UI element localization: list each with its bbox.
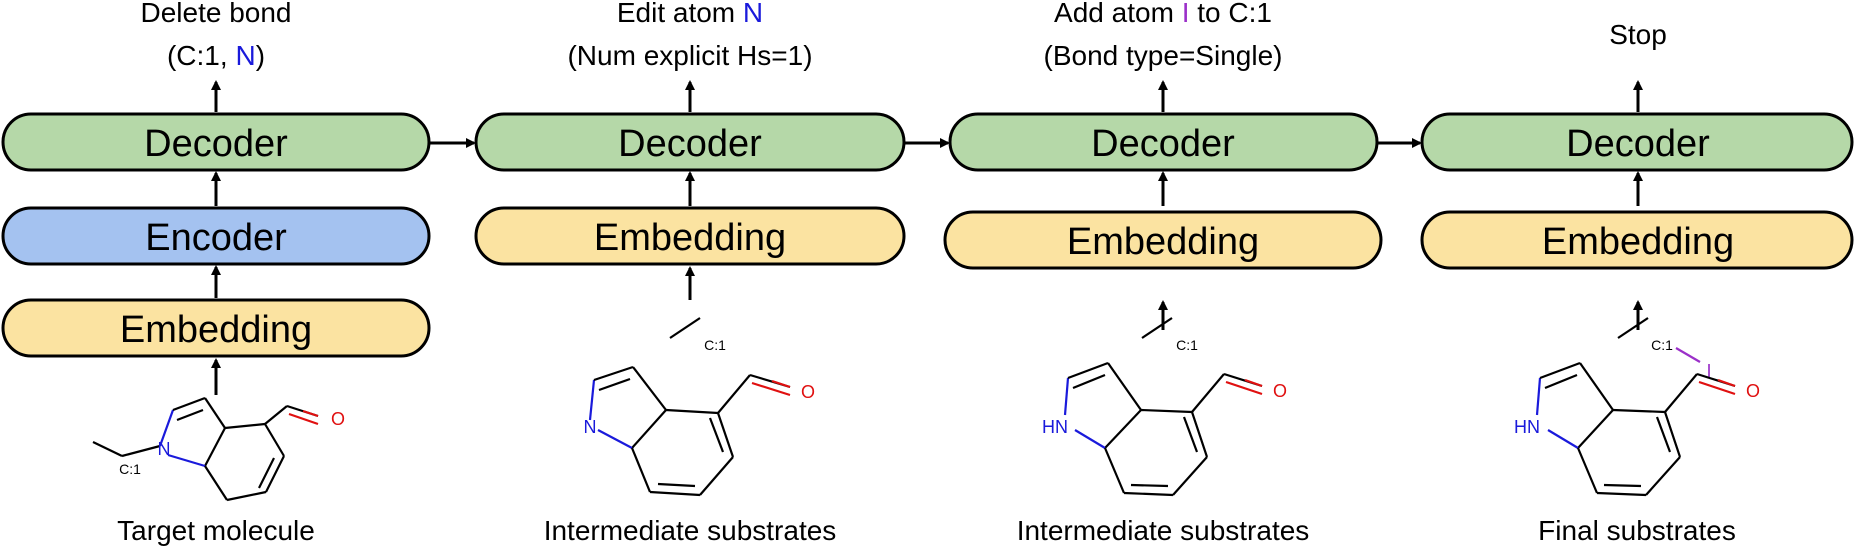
embedding-block — [1420, 210, 1854, 270]
iodine-bond — [1675, 347, 1701, 363]
embedding-block — [943, 210, 1383, 270]
fragment-c1: C:1 — [1176, 337, 1198, 353]
atom-nh: HN — [1514, 417, 1540, 437]
atom-nh: HN — [1042, 417, 1068, 437]
fragment-bond — [669, 317, 701, 339]
decoder-label: Decoder — [1566, 123, 1710, 165]
step-1-action-line2: (C:1, N) — [167, 40, 265, 71]
step-3-action-line1: Add atom I to C:1 — [1054, 0, 1272, 28]
final-molecule — [1535, 361, 1736, 497]
step-4-action: Stop — [1609, 19, 1667, 50]
encoder-block — [1, 206, 431, 266]
intermediate-molecule — [1063, 361, 1263, 497]
step-2: Edit atom N (Num explicit Hs=1) Decoder … — [474, 0, 906, 546]
atom-i: I — [1706, 361, 1711, 381]
step-3-caption: Intermediate substrates — [1017, 515, 1310, 546]
fragment-c1: C:1 — [704, 337, 726, 353]
step-2-caption: Intermediate substrates — [544, 515, 837, 546]
embedding-label: Embedding — [594, 217, 786, 259]
decoder-label: Decoder — [1091, 123, 1235, 165]
step-3: Add atom I to C:1 (Bond type=Single) Dec… — [943, 0, 1383, 546]
step-2-action-line2: (Num explicit Hs=1) — [567, 40, 812, 71]
embedding-label: Embedding — [120, 309, 312, 351]
decoder-block — [1, 112, 431, 172]
embedding-label: Embedding — [1067, 221, 1259, 263]
target-molecule — [92, 396, 319, 502]
atom-o: O — [801, 382, 815, 402]
intermediate-molecule — [588, 365, 791, 497]
step-1-action-line1: Delete bond — [140, 0, 291, 28]
fragment-bond — [1617, 317, 1649, 339]
fragment-bond — [1141, 317, 1173, 339]
decoder-block — [1420, 112, 1854, 172]
step-2-action-line1: Edit atom N — [617, 0, 763, 28]
step-1-caption: Target molecule — [117, 515, 315, 546]
atom-n: N — [584, 417, 597, 437]
encoder-label: Encoder — [145, 217, 287, 259]
embedding-block — [474, 206, 906, 266]
fragment-c1: C:1 — [1651, 337, 1673, 353]
atom-n: N — [158, 439, 171, 459]
embedding-label: Embedding — [1542, 221, 1734, 263]
decoder-block — [948, 112, 1379, 172]
step-4: Stop Decoder Embedding C:1 I — [1420, 19, 1854, 546]
atom-o: O — [1273, 381, 1287, 401]
step-4-caption: Final substrates — [1538, 515, 1736, 546]
atom-o: O — [331, 409, 345, 429]
embedding-block — [1, 298, 431, 358]
decoder-label: Decoder — [144, 123, 288, 165]
step-1: Delete bond (C:1, N) Decoder Encoder Emb… — [1, 0, 431, 546]
step-3-action-line2: (Bond type=Single) — [1044, 40, 1283, 71]
decoder-label: Decoder — [618, 123, 762, 165]
atom-c1: C:1 — [119, 461, 141, 477]
atom-o: O — [1746, 381, 1760, 401]
decoder-block — [474, 112, 906, 172]
